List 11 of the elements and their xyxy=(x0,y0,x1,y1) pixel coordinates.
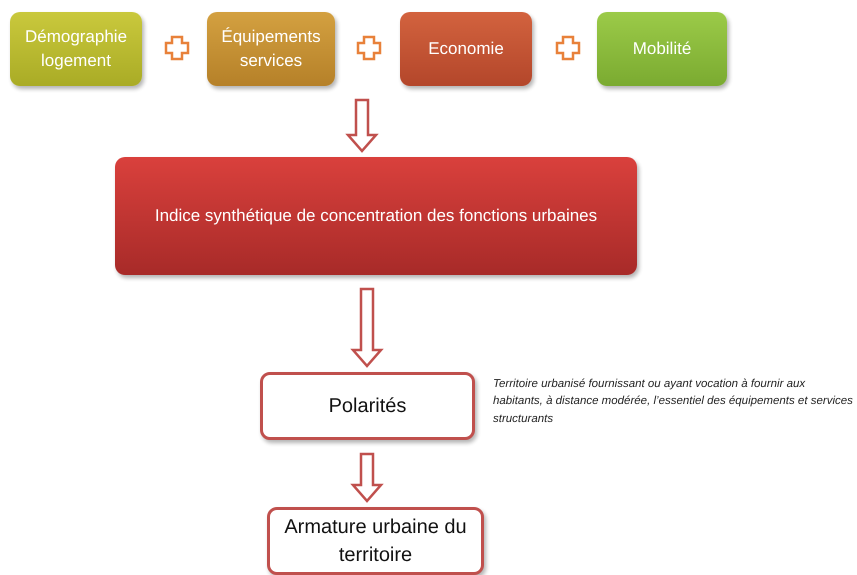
result-box: Armature urbaine du territoire xyxy=(267,507,484,575)
index-box: Indice synthétique de concentration des fonctions urbaines xyxy=(115,157,637,275)
block-arrow xyxy=(350,452,384,503)
block-arrow xyxy=(350,288,384,368)
category-box: Mobilité xyxy=(597,12,727,86)
category-box: Équipements services xyxy=(207,12,335,86)
category-box: Economie xyxy=(400,12,532,86)
result-box: Polarités xyxy=(260,372,475,440)
block-arrow xyxy=(345,98,379,153)
category-box: Démographie logement xyxy=(10,12,142,86)
description-text: Territoire urbanisé fournissant ou ayant vocation à fournir aux habitants, à distance modérée, l’essentiel des équipements et services structurants xyxy=(493,377,854,426)
